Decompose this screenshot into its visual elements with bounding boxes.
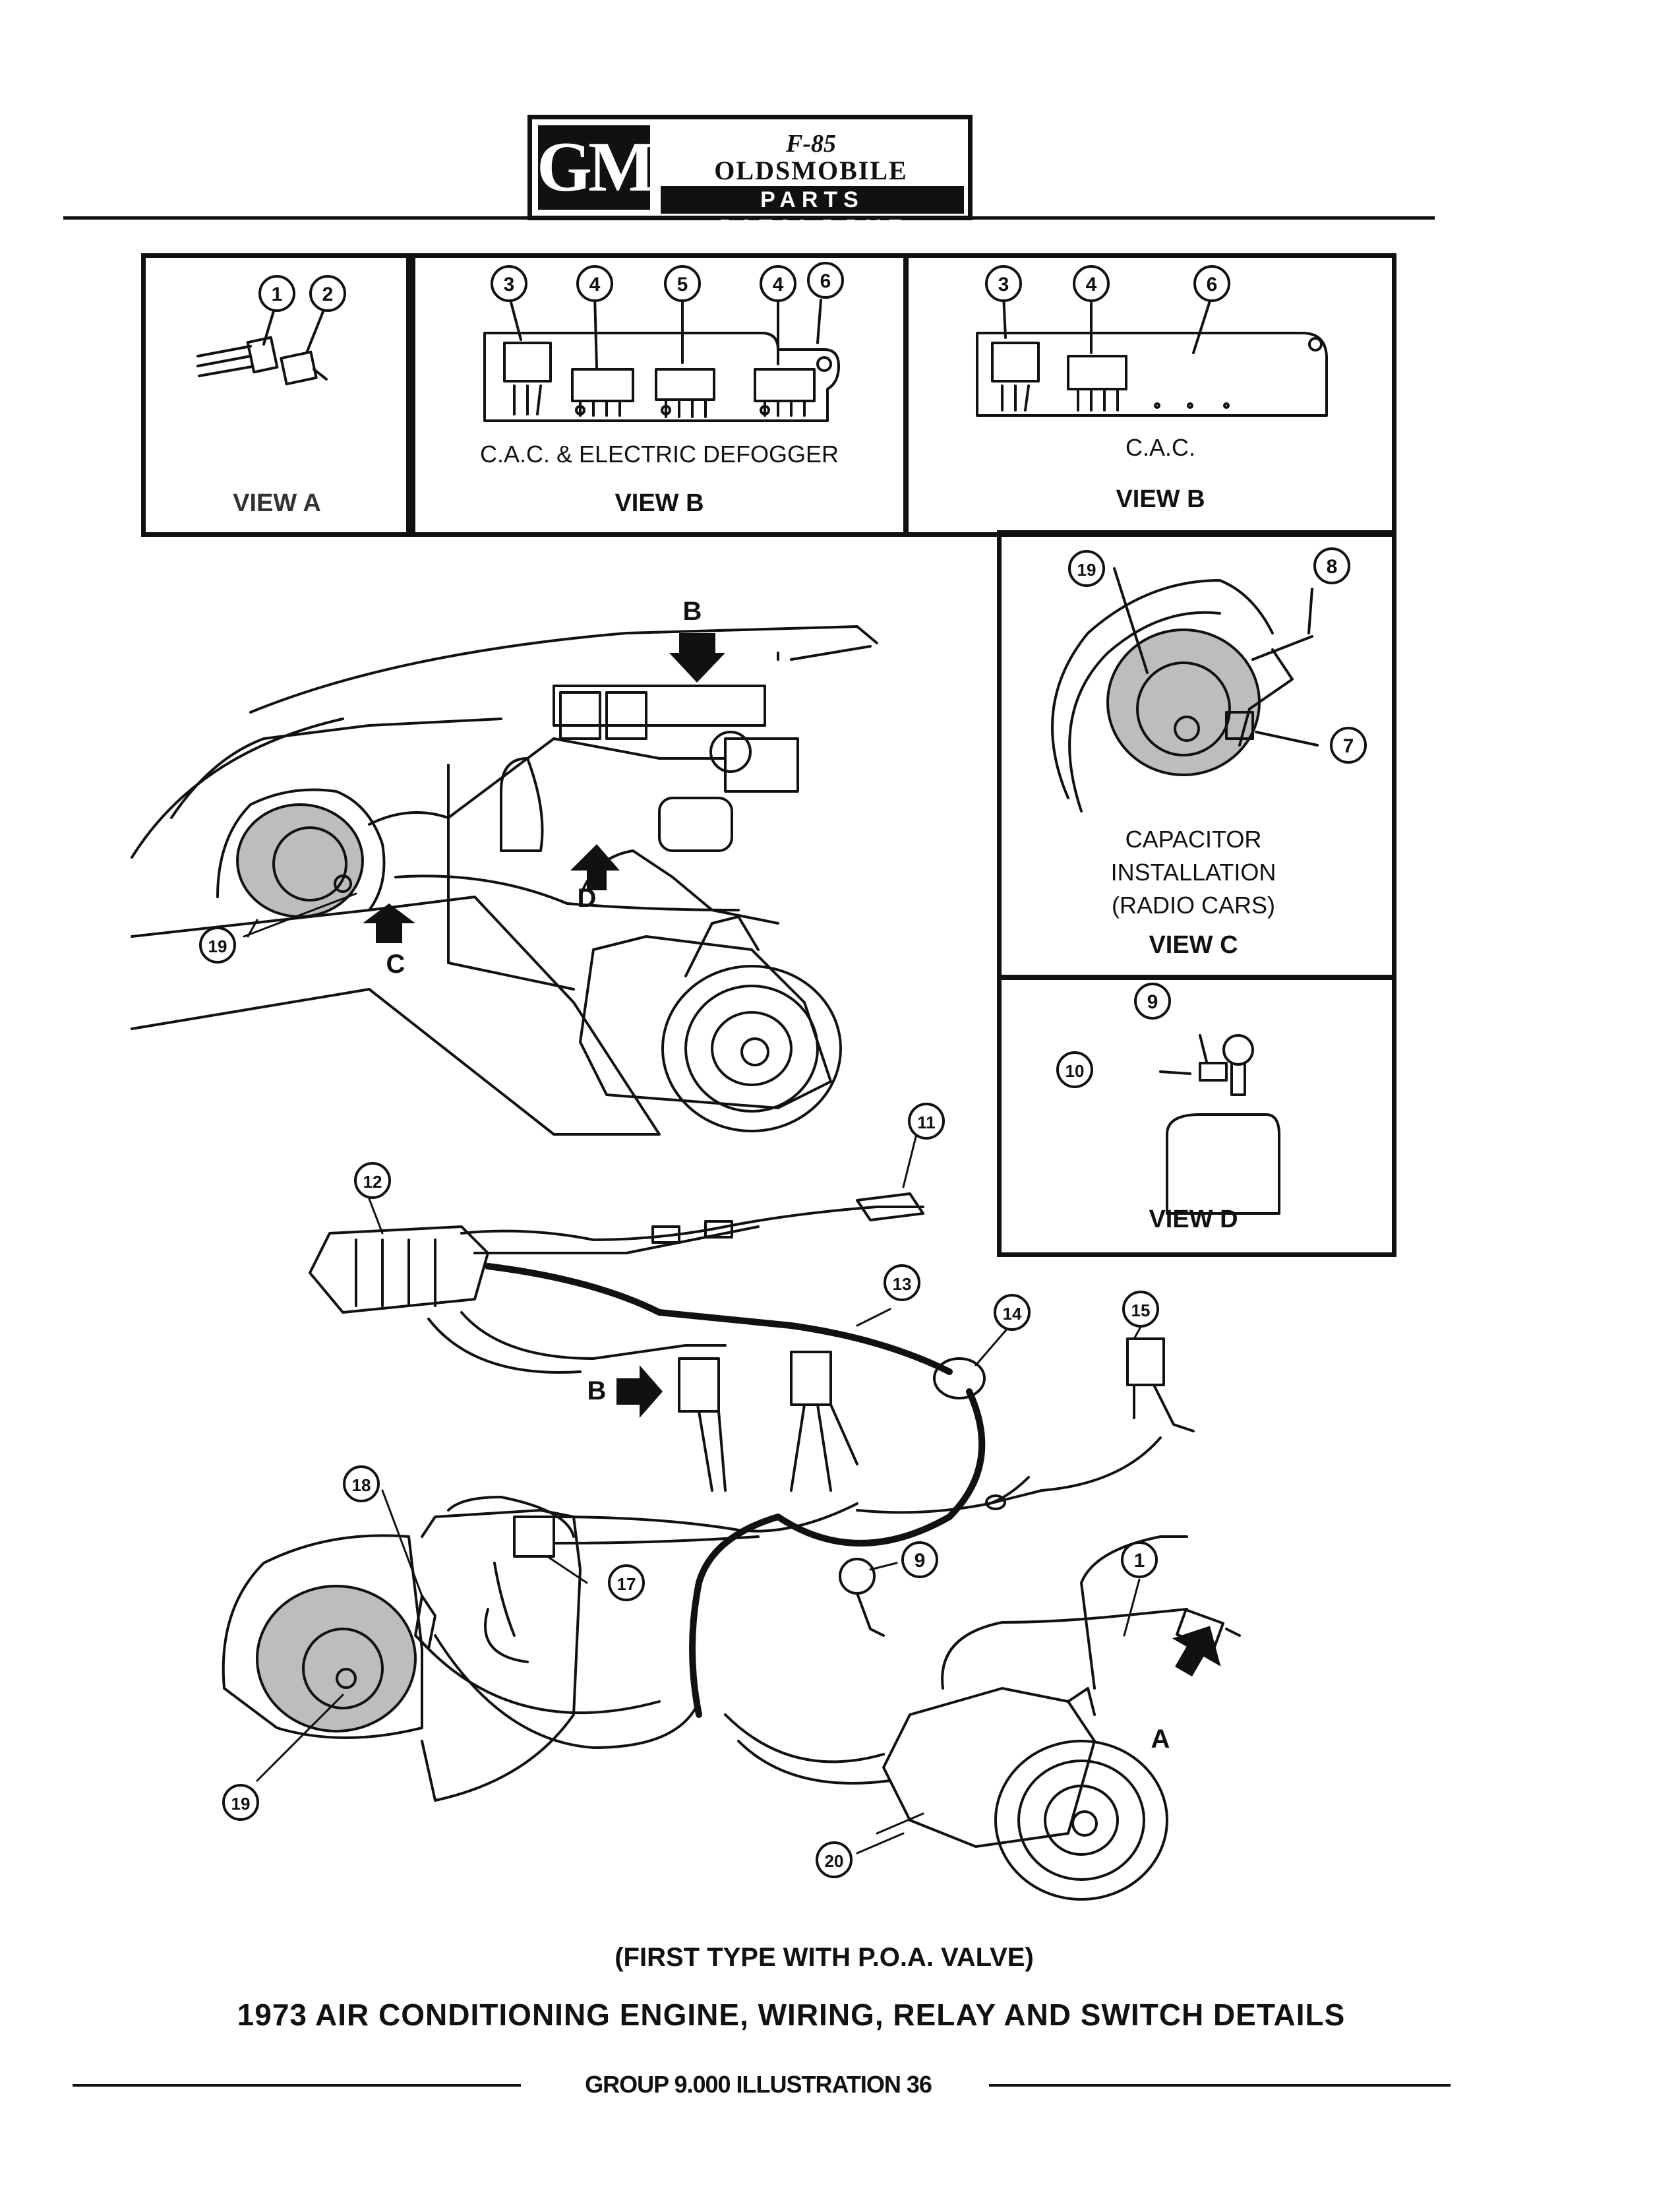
view-b2-label: VIEW B <box>1116 485 1205 513</box>
callout-number: 19 <box>231 1794 251 1814</box>
view-b1-label: VIEW B <box>615 489 704 517</box>
callout-7: 7 <box>1330 727 1367 764</box>
brand-name: OLDSMOBILE <box>714 156 908 185</box>
callout-6: 6 <box>807 262 844 299</box>
view-b2-caption: C.A.C. <box>1125 434 1195 461</box>
view-a-label: VIEW A <box>233 489 321 517</box>
callout-number: 19 <box>208 936 227 956</box>
callout-1: 1 <box>1121 1541 1158 1578</box>
view-b1-caption: C.A.C. & ELECTRIC DEFOGGER <box>479 441 839 468</box>
footer-rule-left <box>73 2084 521 2087</box>
arrow-label-c: C <box>386 950 405 979</box>
callout-number: 9 <box>915 1550 926 1572</box>
callout-number: 10 <box>1065 1061 1085 1081</box>
callout-10: 10 <box>1056 1051 1093 1088</box>
callout-number: 13 <box>893 1274 912 1294</box>
view-b1-relay-bracket <box>483 293 840 422</box>
view-a-connectors <box>196 299 329 386</box>
callout-number: 8 <box>1327 556 1338 578</box>
callout-18: 18 <box>343 1465 380 1502</box>
callout-11: 11 <box>908 1103 945 1140</box>
callout-4: 4 <box>576 265 613 302</box>
callout-number: 3 <box>504 274 515 295</box>
callout-number: 4 <box>589 274 601 295</box>
callout-number: 9 <box>1147 991 1158 1013</box>
callout-20: 20 <box>816 1841 853 1878</box>
view-b2-relay-bracket <box>976 293 1328 417</box>
footer-rule-right <box>989 2084 1451 2087</box>
view-c-caption-3: (RADIO CARS) <box>1111 892 1275 919</box>
leader-lines <box>247 919 1142 1854</box>
callout-number: 4 <box>1086 274 1097 295</box>
callout-19: 19 <box>199 927 236 964</box>
callout-number: 1 <box>272 284 283 305</box>
callout-17: 17 <box>608 1564 645 1601</box>
callout-number: 15 <box>1131 1301 1151 1320</box>
view-c-caption-1: CAPACITOR <box>1125 826 1262 853</box>
gm-logo: GM <box>537 125 655 210</box>
callout-number: 2 <box>322 284 334 305</box>
callout-13: 13 <box>884 1264 920 1301</box>
callout-number: 12 <box>363 1172 382 1192</box>
arrow-label-b: B <box>587 1376 607 1405</box>
callout-5: 5 <box>664 265 701 302</box>
header-rule <box>63 216 1435 220</box>
callout-12: 12 <box>354 1162 391 1199</box>
view-c-caption-2: INSTALLATION <box>1110 859 1276 886</box>
callout-number: 11 <box>917 1113 936 1132</box>
callout-number: 18 <box>352 1475 371 1495</box>
callout-number: 17 <box>617 1574 636 1594</box>
callout-9: 9 <box>901 1541 938 1578</box>
callout-number: 14 <box>1003 1304 1022 1324</box>
callout-number: 4 <box>773 274 784 295</box>
callout-4: 4 <box>760 265 796 302</box>
callout-3: 3 <box>985 265 1022 302</box>
view-d-switch-drawing <box>1159 1034 1280 1215</box>
callout-2: 2 <box>309 275 346 312</box>
view-d-panel <box>997 975 1396 1257</box>
wiring-harness-drawing <box>309 1192 1195 1718</box>
callout-9: 9 <box>1134 983 1171 1020</box>
arrow-label-d: D <box>578 884 597 913</box>
callout-number: 1 <box>1134 1550 1145 1572</box>
callout-number: 6 <box>820 270 831 292</box>
arrow-label-a: A <box>1151 1725 1170 1754</box>
callout-number: 3 <box>998 274 1009 295</box>
arrow-label-b: B <box>683 597 702 626</box>
view-c-capacitor-drawing <box>1051 567 1319 812</box>
callout-number: 7 <box>1343 735 1354 757</box>
type-caption: (FIRST TYPE WITH P.O.A. VALVE) <box>615 1943 1034 1972</box>
callout-6: 6 <box>1193 265 1230 302</box>
callout-number: 20 <box>825 1851 844 1871</box>
callout-3: 3 <box>491 265 527 302</box>
illustration-title: 1973 AIR CONDITIONING ENGINE, WIRING, RE… <box>237 1998 1346 2032</box>
heater-blower-drawing <box>222 1496 858 1802</box>
callout-number: 5 <box>677 274 688 295</box>
callout-number: 6 <box>1207 274 1218 295</box>
callout-1: 1 <box>258 275 295 312</box>
callout-19: 19 <box>222 1784 259 1821</box>
footer-reference: GROUP 9.000 ILLUSTRATION 36 <box>585 2071 932 2098</box>
model-mark: F-85 <box>786 130 836 158</box>
callout-14: 14 <box>994 1294 1031 1331</box>
callout-8: 8 <box>1313 547 1350 584</box>
view-c-label: VIEW C <box>1149 931 1238 959</box>
view-d-label: VIEW D <box>1149 1206 1238 1233</box>
callout-19: 19 <box>1068 550 1105 587</box>
callout-4: 4 <box>1073 265 1110 302</box>
compressor-drawing <box>724 1535 1241 1901</box>
engine-bay-drawing <box>131 625 878 1136</box>
callout-15: 15 <box>1122 1291 1159 1328</box>
callout-number: 19 <box>1077 560 1096 580</box>
view-a-panel <box>141 253 415 537</box>
